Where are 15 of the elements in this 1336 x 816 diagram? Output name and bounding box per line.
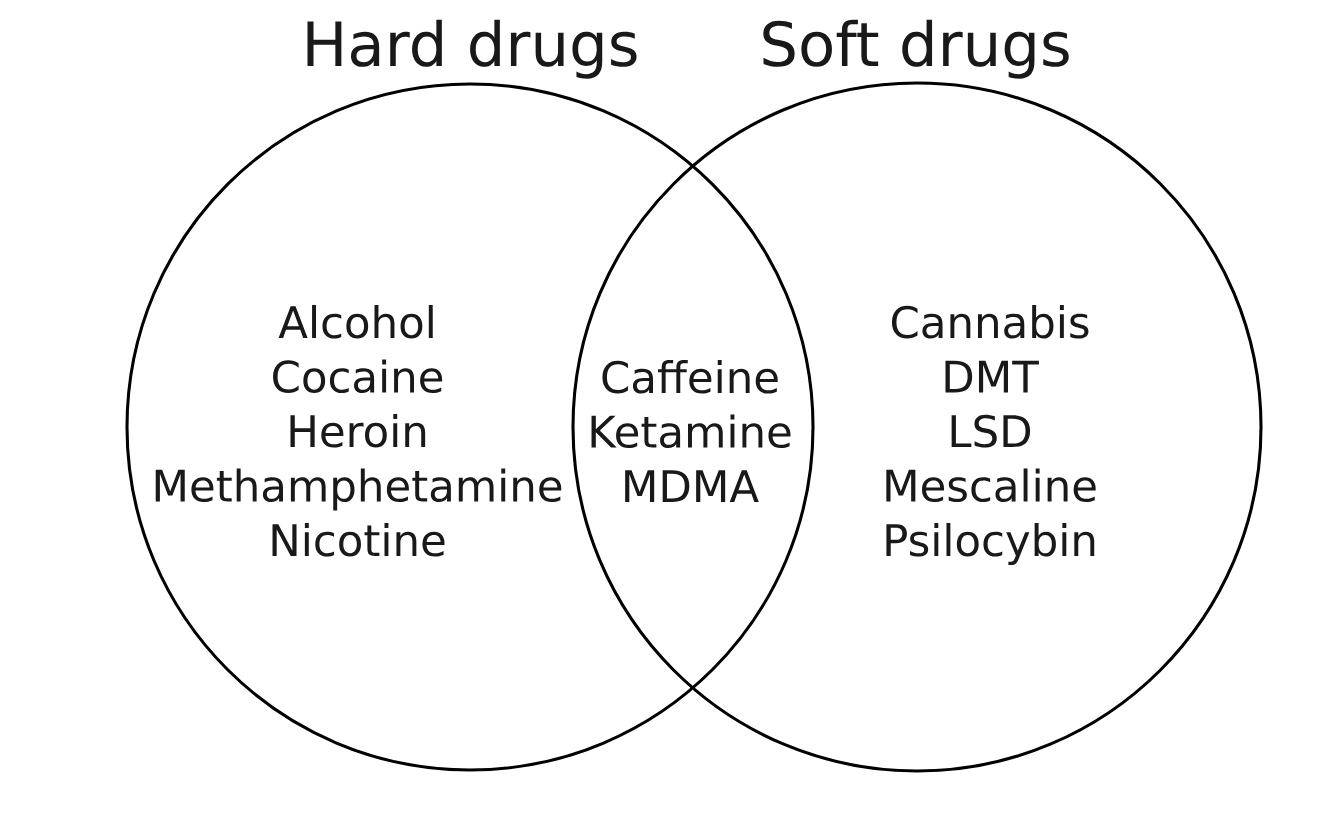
list-item: Nicotine [272,522,445,557]
set-title: Hard drugs [307,19,637,79]
list-item: Methamphetamine [155,468,562,511]
set-title: Soft drugs [763,19,1069,79]
list-item: Mescaline [886,468,1096,503]
list-item: Cocaine [273,359,443,394]
list-item: Caffeine [602,359,778,394]
list-item: Alcohol [278,304,433,339]
list-item: DMT [945,360,1039,393]
list-item: Psilocybin [886,522,1095,566]
list-item: Heroin [290,413,426,448]
list-item: MDMA [625,470,759,502]
list-item: Cannabis [891,304,1089,339]
list-item: LSD [951,414,1031,448]
list-item: Ketamine [591,414,791,449]
